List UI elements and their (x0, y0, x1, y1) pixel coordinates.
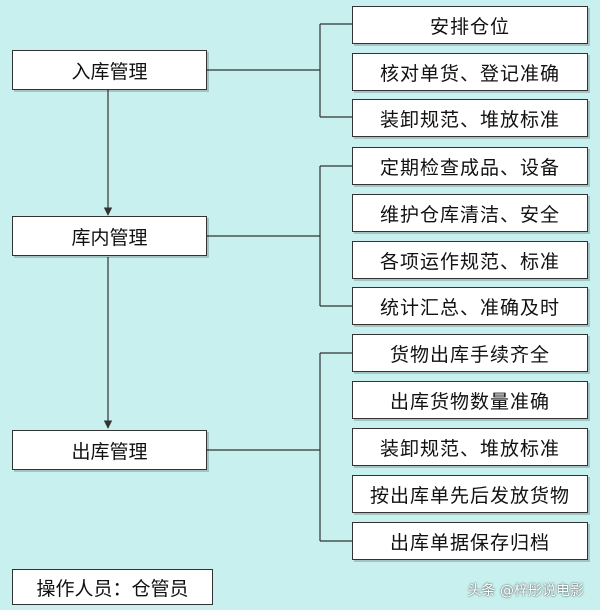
task-internal-2: 维护仓库清洁、安全 (352, 194, 588, 232)
task-internal-1: 定期检查成品、设备 (352, 147, 588, 185)
task-outbound-3: 装卸规范、堆放标准 (352, 428, 588, 466)
operator-label: 操作人员：仓管员 (12, 569, 213, 605)
watermark-text: 头条 @梓彤说电影 (467, 583, 584, 599)
task-inbound-1: 安排仓位 (352, 6, 588, 44)
task-inbound-2: 核对单货、登记准确 (352, 53, 588, 91)
task-outbound-5: 出库单据保存归档 (352, 522, 588, 560)
task-outbound-4: 按出库单先后发放货物 (352, 475, 588, 513)
task-outbound-2: 出库货物数量准确 (352, 381, 588, 419)
task-internal-4: 统计汇总、准确及时 (352, 287, 588, 325)
process-outbound-management: 出库管理 (12, 430, 207, 470)
task-inbound-3: 装卸规范、堆放标准 (352, 99, 588, 137)
process-inbound-management: 入库管理 (12, 50, 207, 90)
watermark: 头条 @梓彤说电影 (468, 580, 584, 600)
task-internal-3: 各项运作规范、标准 (352, 241, 588, 279)
process-internal-management: 库内管理 (12, 216, 207, 256)
task-outbound-1: 货物出库手续齐全 (352, 334, 588, 372)
